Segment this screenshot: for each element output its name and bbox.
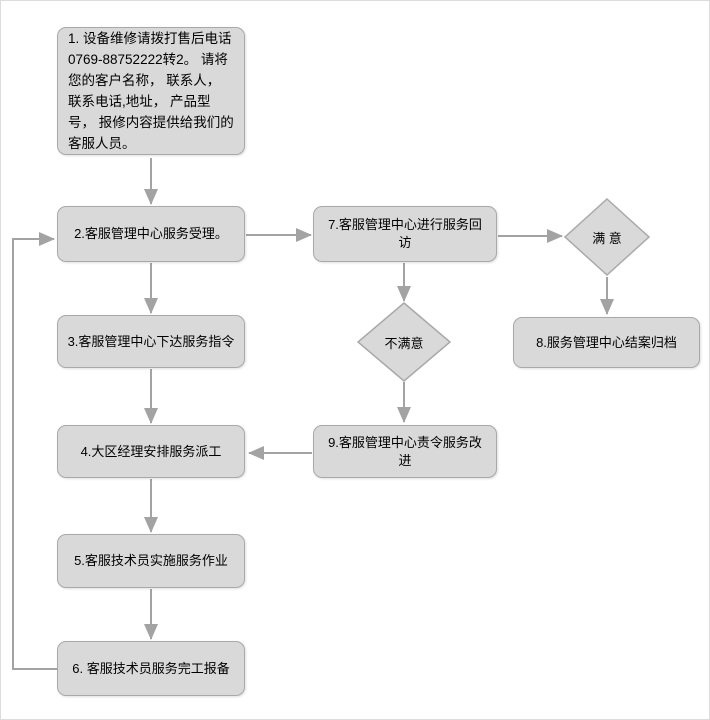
edge-step6-step2-loop	[12, 232, 57, 670]
decision-unsatisfied-diamond	[356, 302, 452, 382]
flow-step-7-label: 7.客服管理中心进行服务回访	[328, 217, 482, 250]
flow-step-4-label: 4.大区经理安排服务派工	[80, 443, 222, 459]
flow-step-1-call-hotline: 1. 设备维修请拨打售后电话0769-88752222转2。 请将您的客户名称，…	[57, 27, 245, 155]
flow-step-6-label: 6. 客服技术员服务完工报备	[72, 660, 230, 676]
decision-satisfied-diamond	[563, 197, 651, 277]
flow-step-4-dispatch-work: 4.大区经理安排服务派工	[57, 425, 245, 478]
flow-step-5-perform-service: 5.客服技术员实施服务作业	[57, 534, 245, 588]
flow-step-8-label: 8.服务管理中心结案归档	[536, 334, 677, 350]
flow-step-5-label: 5.客服技术员实施服务作业	[74, 553, 228, 569]
flow-step-9-order-improvement: 9.客服管理中心责令服务改进	[313, 425, 497, 478]
flow-step-8-close-and-archive: 8.服务管理中心结案归档	[513, 317, 700, 368]
flow-step-1-label: 1. 设备维修请拨打售后电话0769-88752222转2。 请将您的客户名称，…	[68, 31, 234, 151]
flow-step-2-label: 2.客服管理中心服务受理。	[74, 226, 228, 242]
flow-step-3-issue-service-order: 3.客服管理中心下达服务指令	[57, 315, 245, 368]
flow-step-6-completion-report: 6. 客服技术员服务完工报备	[57, 641, 245, 696]
flow-step-3-label: 3.客服管理中心下达服务指令	[67, 333, 235, 349]
flow-step-2-service-acceptance: 2.客服管理中心服务受理。	[57, 206, 245, 262]
flow-step-9-label: 9.客服管理中心责令服务改进	[328, 434, 482, 468]
flow-step-7-follow-up-visit: 7.客服管理中心进行服务回访	[313, 206, 497, 262]
